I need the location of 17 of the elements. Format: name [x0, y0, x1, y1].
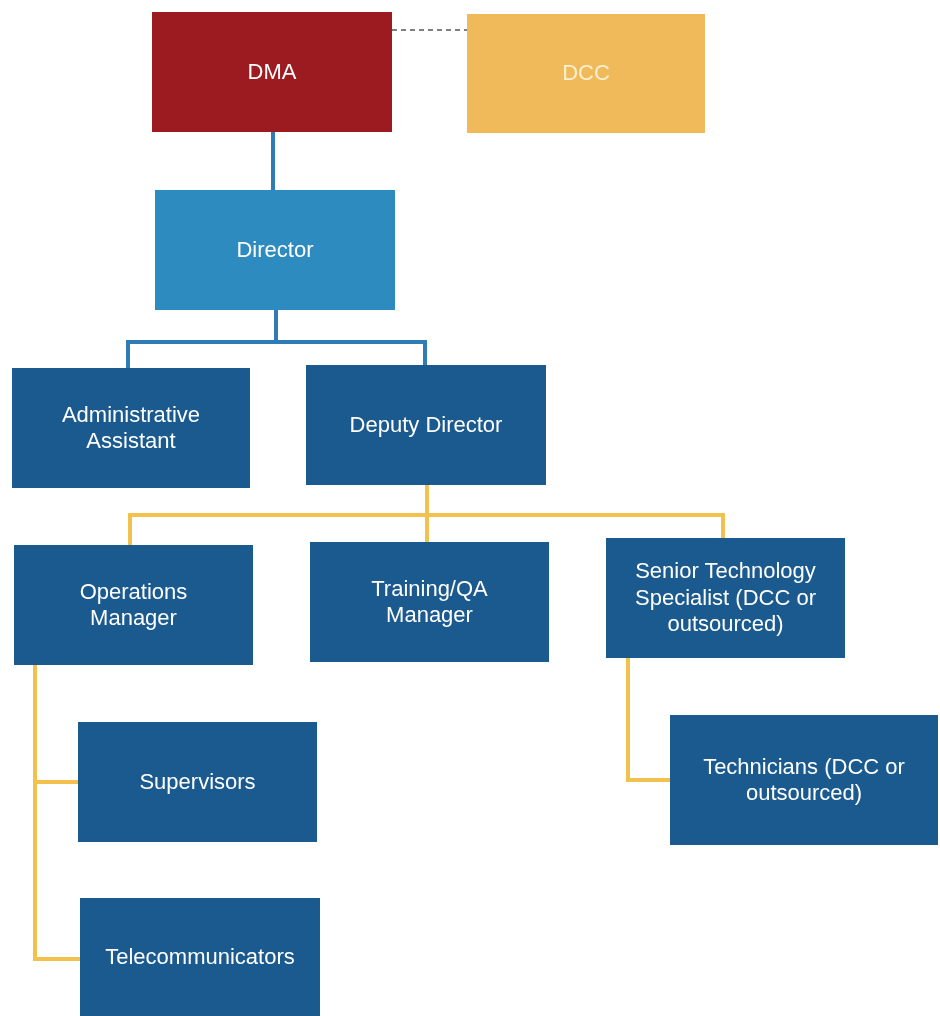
connector-line	[33, 665, 80, 961]
role-box: DCC	[467, 14, 705, 133]
connector-line	[391, 29, 468, 31]
role-box: Operations Manager	[14, 545, 253, 665]
connector-line	[274, 310, 427, 365]
connector-line	[425, 485, 725, 538]
role-box: Deputy Director	[306, 365, 546, 485]
connector-line	[271, 132, 275, 190]
role-box: Telecommunicators	[80, 898, 320, 1016]
role-box: Supervisors	[78, 722, 317, 842]
role-box: Director	[155, 190, 395, 310]
role-box: Senior Technology Specialist (DCC or outsourced)	[606, 538, 845, 658]
role-box: Administrative Assistant	[12, 368, 250, 488]
role-box: Technicians (DCC or outsourced)	[670, 715, 938, 845]
role-box: DMA	[152, 12, 392, 132]
role-box: Training/QA Manager	[310, 542, 549, 662]
connector-line	[626, 658, 670, 782]
